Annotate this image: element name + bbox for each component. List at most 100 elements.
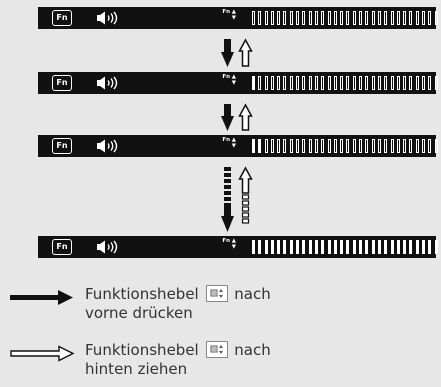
speaker-icon bbox=[97, 139, 118, 153]
volume-segment bbox=[384, 76, 388, 90]
solid-right-arrow-icon bbox=[10, 290, 73, 305]
volume-segment bbox=[258, 139, 262, 153]
volume-segment bbox=[264, 11, 268, 25]
volume-segment bbox=[346, 240, 350, 254]
volume-segment bbox=[264, 139, 268, 153]
volume-segment bbox=[428, 139, 432, 153]
volume-segment bbox=[252, 11, 255, 25]
volume-segment bbox=[415, 76, 419, 90]
volume-segment bbox=[321, 139, 325, 153]
volume-segment bbox=[396, 11, 400, 25]
volume-segment bbox=[314, 11, 318, 25]
fn-lever-icon: Fn ▲▼ bbox=[222, 137, 236, 149]
fn-key-icon: Fn bbox=[52, 239, 72, 255]
legend-backward-suffix: nach bbox=[234, 341, 271, 359]
volume-segment bbox=[409, 11, 413, 25]
fn-lever-label: Fn bbox=[222, 238, 231, 244]
volume-segment bbox=[283, 139, 287, 153]
volume-segment bbox=[409, 240, 413, 254]
volume-segment bbox=[296, 11, 300, 25]
volume-segment bbox=[340, 139, 344, 153]
volume-segment bbox=[359, 240, 363, 254]
speaker-icon bbox=[97, 76, 118, 90]
fn-lever-label: Fn bbox=[222, 137, 231, 143]
volume-segment bbox=[396, 240, 400, 254]
volume-segment bbox=[296, 139, 300, 153]
volume-segment bbox=[377, 11, 381, 25]
volume-segment bbox=[296, 240, 300, 254]
volume-segment bbox=[314, 139, 318, 153]
volume-segment bbox=[289, 139, 293, 153]
volume-segment bbox=[264, 240, 268, 254]
legend-forward-suffix: nach bbox=[234, 285, 271, 303]
speaker-icon bbox=[97, 11, 118, 25]
volume-segment bbox=[371, 240, 375, 254]
volume-segment bbox=[390, 76, 394, 90]
volume-segment bbox=[390, 11, 394, 25]
volume-level bbox=[252, 139, 441, 153]
fn-lever-label: Fn bbox=[222, 9, 231, 15]
volume-segment bbox=[289, 76, 293, 90]
outline-up-arrow-icon bbox=[238, 38, 253, 67]
fn-key-icon: Fn bbox=[52, 75, 72, 91]
volume-segment bbox=[321, 240, 325, 254]
volume-segment bbox=[396, 139, 400, 153]
volume-segment bbox=[327, 11, 331, 25]
volume-segment bbox=[415, 139, 419, 153]
volume-segment bbox=[377, 76, 381, 90]
volume-segment bbox=[422, 11, 426, 25]
volume-segment bbox=[327, 76, 331, 90]
volume-segment bbox=[277, 240, 281, 254]
legend-forward-line2: vorne drücken bbox=[85, 304, 193, 322]
volume-segment bbox=[321, 76, 325, 90]
legend-forward-prefix: Funktionshebel bbox=[85, 285, 199, 303]
volume-segment bbox=[428, 76, 432, 90]
volume-segment bbox=[270, 11, 274, 25]
volume-segment bbox=[359, 11, 363, 25]
fn-lever-icon: Fn ▲▼ bbox=[222, 238, 236, 250]
volume-segment bbox=[390, 240, 394, 254]
volume-segment bbox=[434, 11, 438, 25]
segmented-up-arrow-icon bbox=[238, 166, 253, 224]
volume-segment bbox=[409, 76, 413, 90]
volume-segment bbox=[314, 240, 318, 254]
volume-level bbox=[252, 76, 441, 90]
volume-segment bbox=[308, 76, 312, 90]
volume-segment bbox=[252, 139, 255, 153]
volume-segment bbox=[327, 139, 331, 153]
arrow-pair-3 bbox=[221, 166, 253, 232]
volume-segment bbox=[415, 240, 419, 254]
volume-segment bbox=[403, 76, 407, 90]
volume-bar-3: Fn Fn ▲▼ bbox=[38, 135, 441, 157]
legend-backward-text: Funktionshebel nach hinten ziehen bbox=[85, 341, 271, 379]
volume-segment bbox=[415, 11, 419, 25]
volume-segment bbox=[422, 240, 426, 254]
volume-segment bbox=[403, 240, 407, 254]
outline-up-arrow-icon bbox=[238, 103, 253, 131]
volume-segment bbox=[371, 139, 375, 153]
volume-segment bbox=[428, 11, 432, 25]
volume-segment bbox=[277, 11, 281, 25]
volume-segment bbox=[377, 240, 381, 254]
volume-segment bbox=[302, 11, 306, 25]
volume-segment bbox=[277, 76, 281, 90]
volume-segment bbox=[314, 76, 318, 90]
volume-segment bbox=[327, 240, 331, 254]
volume-segment bbox=[365, 139, 369, 153]
volume-segment bbox=[258, 11, 262, 25]
volume-segment bbox=[277, 139, 281, 153]
volume-segment bbox=[340, 76, 344, 90]
solid-down-arrow-icon bbox=[221, 104, 234, 131]
volume-segment bbox=[359, 139, 363, 153]
volume-segment bbox=[258, 240, 262, 254]
volume-segment bbox=[403, 139, 407, 153]
volume-segment bbox=[296, 76, 300, 90]
volume-segment bbox=[333, 240, 337, 254]
volume-segment bbox=[270, 76, 274, 90]
volume-segment bbox=[434, 139, 438, 153]
volume-segment bbox=[390, 139, 394, 153]
volume-segment bbox=[434, 76, 438, 90]
volume-level bbox=[252, 240, 441, 254]
volume-segment bbox=[333, 76, 337, 90]
volume-segment bbox=[302, 76, 306, 90]
